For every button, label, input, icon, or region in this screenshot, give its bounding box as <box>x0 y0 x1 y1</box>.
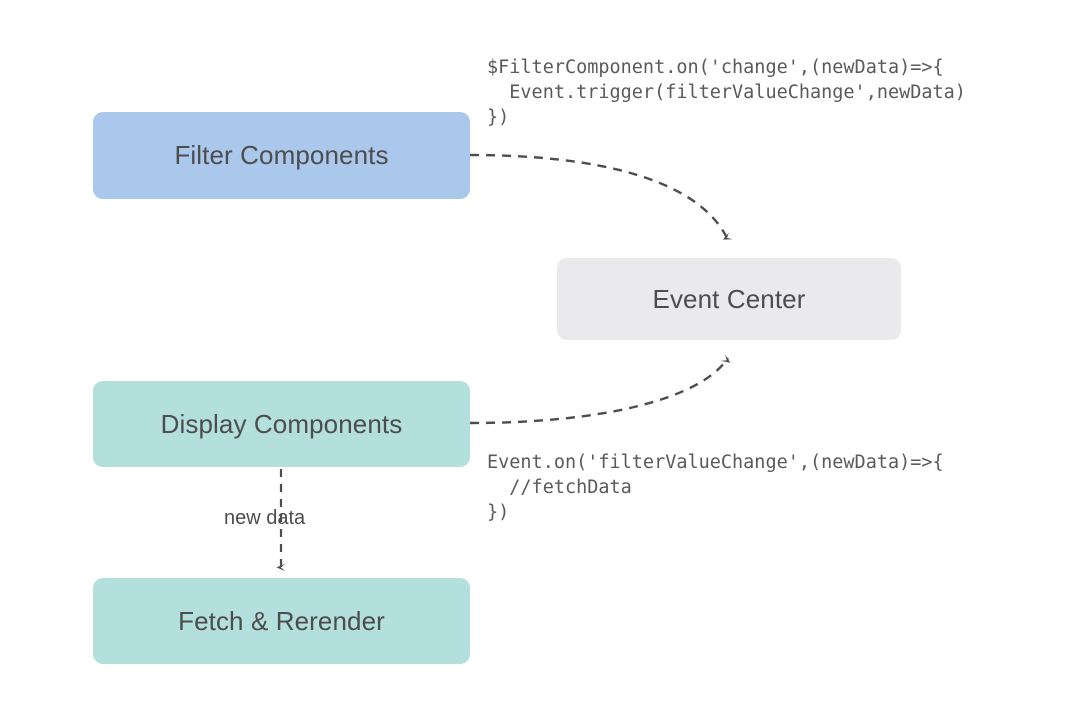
edge-display-to-event-center <box>469 354 731 425</box>
node-event-center[interactable]: Event Center <box>557 258 901 340</box>
edge-filter-to-event-center <box>469 153 733 241</box>
code-annotation-listen: Event.on('filterValueChange',(newData)=>… <box>487 452 944 523</box>
node-fetch-rerender-label: Fetch & Rerender <box>178 605 385 636</box>
node-fetch-rerender[interactable]: Fetch & Rerender <box>93 578 470 664</box>
node-display-components[interactable]: Display Components <box>93 381 470 467</box>
edge-label-new-data: new data <box>224 507 306 529</box>
node-filter-components[interactable]: Filter Components <box>93 112 470 199</box>
node-display-components-label: Display Components <box>160 408 403 439</box>
node-event-center-label: Event Center <box>652 283 806 314</box>
code-annotation-trigger: $FilterComponent.on('change',(newData)=>… <box>487 57 966 128</box>
node-filter-components-label: Filter Components <box>174 140 389 170</box>
